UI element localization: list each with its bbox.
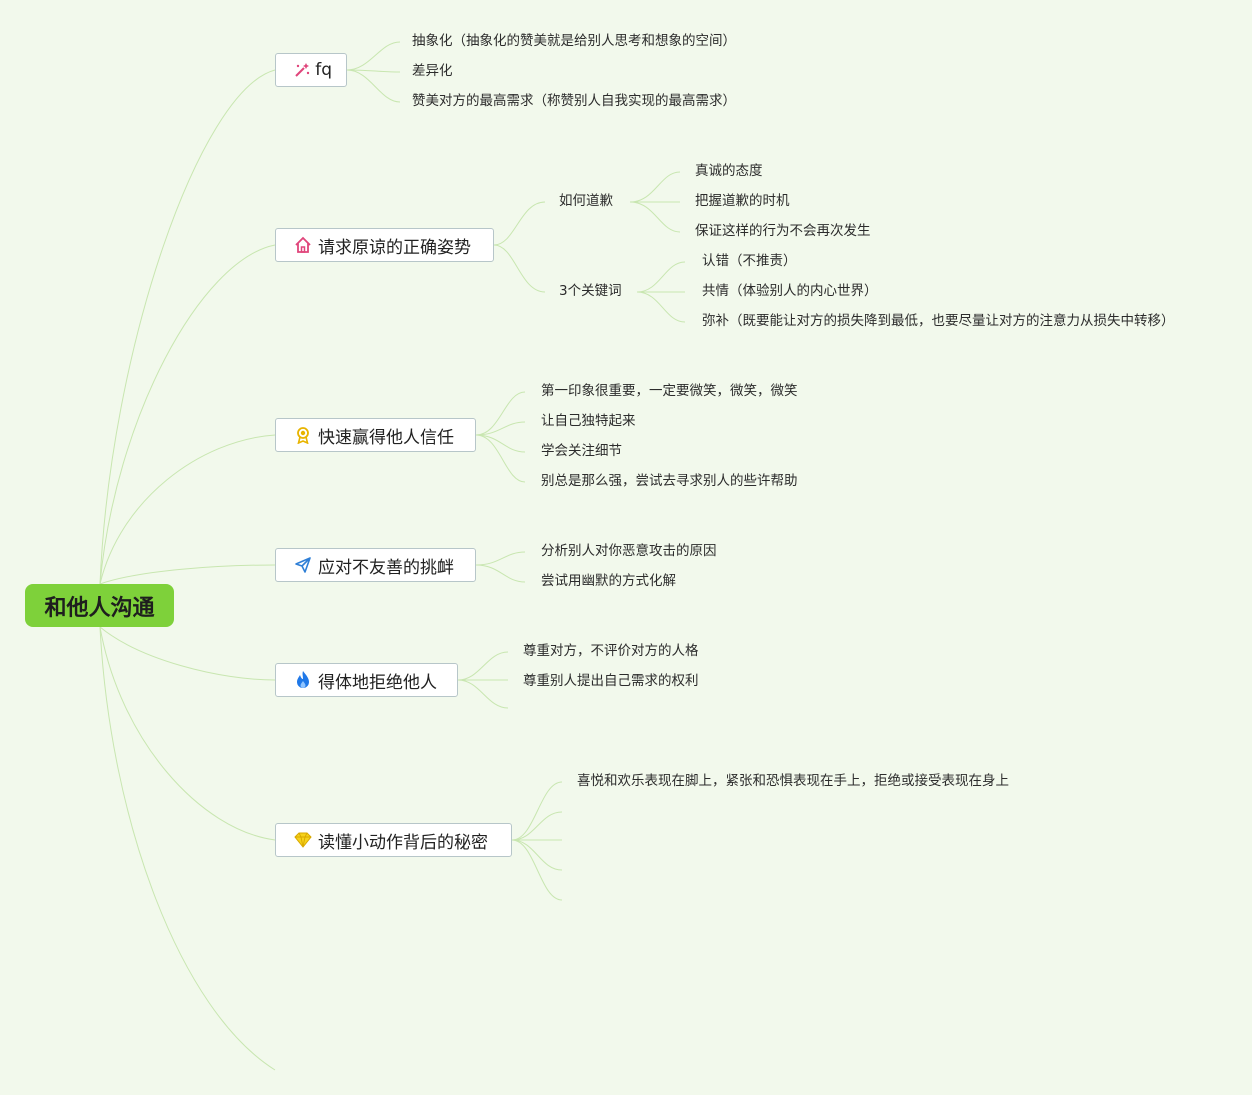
branch-label: 请求原谅的正确姿势	[318, 237, 471, 258]
leaf-item[interactable]: 让自己独特起来	[541, 413, 636, 429]
connector	[475, 421, 526, 436]
connector	[346, 69, 401, 103]
leaf-item[interactable]: 学会关注细节	[541, 443, 622, 459]
connector	[493, 201, 546, 246]
branch-topic-body-language[interactable]: 读懂小动作背后的秘密	[275, 823, 512, 857]
leaf-item[interactable]: 把握道歉的时机	[695, 193, 790, 209]
connector	[475, 391, 526, 436]
leaf-item[interactable]: 真诚的态度	[695, 163, 763, 179]
subtopic-how-to-apologize[interactable]: 如何道歉	[559, 193, 613, 209]
connector	[493, 244, 546, 293]
branch-label: fq	[315, 60, 332, 80]
leaf-item[interactable]: 弥补（既要能让对方的损失降到最低，也要尽量让对方的注意力从损失中转移）	[702, 313, 1175, 329]
connector	[475, 551, 526, 566]
leaf-item[interactable]: 分析别人对你恶意攻击的原因	[541, 543, 717, 559]
connector	[511, 811, 563, 841]
connector	[99, 434, 276, 585]
branch-label: 快速赢得他人信任	[318, 427, 454, 448]
root-topic[interactable]: 和他人沟通	[25, 584, 174, 627]
magic-wand-icon	[292, 59, 311, 81]
leaf-item[interactable]: 认错（不推责）	[702, 253, 797, 269]
connector	[475, 434, 526, 483]
leaf-item[interactable]: 差异化	[412, 63, 453, 79]
leaf-item[interactable]: 尊重别人提出自己需求的权利	[523, 673, 699, 689]
connector	[99, 244, 276, 585]
connector	[99, 564, 276, 585]
connector	[457, 679, 509, 709]
leaf-item[interactable]: 赞美对方的最高需求（称赞别人自我实现的最高需求）	[412, 93, 736, 109]
leaf-item[interactable]: 尝试用幽默的方式化解	[541, 573, 676, 589]
connector	[457, 651, 509, 681]
branch-topic-trust[interactable]: 快速赢得他人信任	[275, 418, 476, 452]
connector	[511, 781, 563, 841]
branch-topic-apology[interactable]: 请求原谅的正确姿势	[275, 228, 494, 262]
connector	[511, 839, 563, 901]
branch-topic-provocation[interactable]: 应对不友善的挑衅	[275, 548, 476, 582]
subtopic-three-keywords[interactable]: 3个关键词	[559, 283, 622, 299]
connector	[636, 291, 686, 323]
leaf-item[interactable]: 尊重对方，不评价对方的人格	[523, 643, 699, 659]
connector	[511, 839, 563, 871]
branch-topic-refusal[interactable]: 得体地拒绝他人	[275, 663, 458, 697]
connector	[99, 69, 276, 585]
connector	[636, 261, 686, 293]
branch-label: 应对不友善的挑衅	[318, 557, 454, 578]
connector	[629, 201, 681, 233]
leaf-item[interactable]: 共情（体验别人的内心世界）	[702, 283, 878, 299]
leaf-item[interactable]: 别总是那么强，尝试去寻求别人的些许帮助	[541, 473, 798, 489]
award-icon	[292, 424, 314, 446]
connector	[346, 69, 401, 73]
connector	[346, 41, 401, 71]
flame-icon	[292, 669, 314, 691]
leaf-item[interactable]: 喜悦和欢乐表现在脚上，紧张和恐惧表现在手上，拒绝或接受表现在身上	[577, 773, 1009, 789]
connector	[99, 626, 276, 841]
branch-label: 读懂小动作背后的秘密	[318, 832, 488, 853]
leaf-item[interactable]: 第一印象很重要，一定要微笑，微笑，微笑	[541, 383, 798, 399]
connector	[629, 171, 681, 203]
leaf-item[interactable]: 保证这样的行为不会再次发生	[695, 223, 871, 239]
connector	[475, 434, 526, 453]
connector	[99, 626, 276, 681]
leaf-item[interactable]: 抽象化（抽象化的赞美就是给别人思考和想象的空间）	[412, 33, 736, 49]
connector	[99, 626, 276, 1071]
diamond-icon	[292, 829, 314, 851]
paper-plane-icon	[292, 554, 314, 576]
connector	[475, 564, 526, 583]
branch-topic-fq[interactable]: fq	[275, 53, 347, 87]
house-icon	[292, 234, 314, 256]
branch-label: 得体地拒绝他人	[318, 672, 437, 693]
